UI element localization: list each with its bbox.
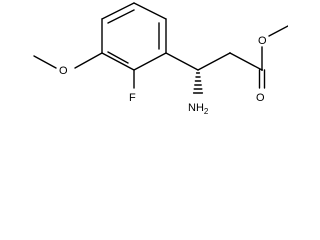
ring-bond-c1-c2 <box>101 2 135 20</box>
ring-double-bond-1 <box>107 9 135 24</box>
fluoro-group: F <box>129 69 136 104</box>
ring-to-methoxy-oxygen-bond <box>74 52 103 69</box>
ring-bond-c4-c5 <box>133 52 167 71</box>
molecule-svg: O F NH2 O <box>33 2 288 116</box>
fluorine-label: F <box>129 92 136 104</box>
hashed-wedge-bond <box>192 72 204 94</box>
ring-bond-c2-c3 <box>133 2 167 20</box>
carbonyl-oxygen-label: O <box>256 92 265 104</box>
stereocenter-to-ch2-bond <box>197 52 231 71</box>
ring-double-bond-3 <box>107 51 129 64</box>
methoxy-group: O <box>33 52 103 77</box>
ring-bond-c5-c6 <box>101 52 135 71</box>
benzene-ring <box>101 2 167 71</box>
side-chain: NH2 <box>165 52 263 116</box>
methoxy-oxygen-label: O <box>59 65 68 77</box>
ring-to-stereocenter-bond <box>165 52 199 71</box>
structure-drawing: O F NH2 O <box>33 2 288 116</box>
amino-nh: NH <box>188 102 204 114</box>
methoxy-methyl-bond <box>33 55 57 69</box>
ester-oxygen-label: O <box>258 35 267 47</box>
methyl-ester: O <box>229 52 266 104</box>
ester-oxygen-to-methyl-bond <box>268 25 288 37</box>
ch2-to-carbonyl-bond <box>229 52 263 71</box>
amino-label: NH2 <box>188 102 209 116</box>
amino-subscript: 2 <box>204 107 209 116</box>
